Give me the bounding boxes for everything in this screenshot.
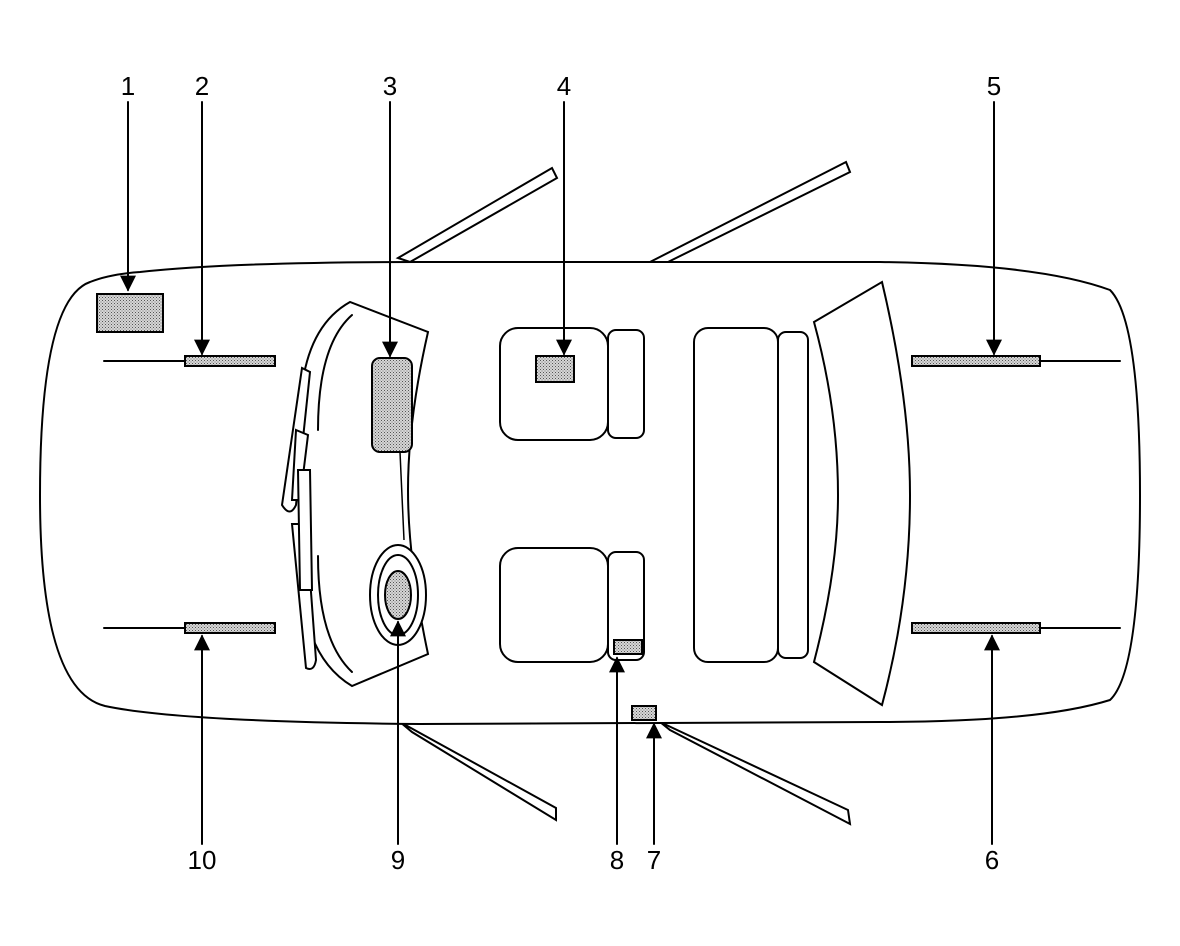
component-10-sensor-bar: [184, 622, 276, 634]
callout-9: 9: [391, 845, 405, 875]
component-3-airbag: [371, 357, 413, 453]
door-rear-bottom: [659, 721, 852, 826]
component-9-steering-airbag: [384, 570, 412, 620]
callout-8: 8: [610, 845, 624, 875]
door-front-bottom: [399, 721, 557, 822]
component-5-sensor-bar: [911, 355, 1041, 367]
door-front-top: [395, 166, 559, 264]
components: [96, 293, 1121, 721]
callout-6: 6: [985, 845, 999, 875]
component-2-sensor-bar: [184, 355, 276, 367]
front-seat-driver-back: [607, 551, 645, 661]
door-rear-top: [649, 160, 852, 263]
callout-3: 3: [383, 71, 397, 101]
callout-arrows: [120, 101, 1002, 845]
front-seat-passenger-cushion: [499, 327, 609, 441]
front-seats: [499, 327, 645, 663]
callout-2: 2: [195, 71, 209, 101]
component-8-seat-sensor: [613, 639, 643, 655]
front-seat-passenger-back: [607, 329, 645, 439]
component-7-module: [631, 705, 657, 721]
callout-10: 10: [188, 845, 217, 875]
rear-seat: [693, 327, 809, 663]
component-1-module: [96, 293, 164, 333]
front-seat-driver-cushion: [499, 547, 609, 663]
rear-window: [812, 280, 912, 707]
callout-1: 1: [121, 71, 135, 101]
component-6-sensor-bar: [911, 622, 1041, 634]
open-doors: [395, 160, 852, 826]
callout-labels: 1 2 3 4 5 6 7 8 9 10: [121, 71, 1001, 875]
callout-7: 7: [647, 845, 661, 875]
wiper-blades: [280, 366, 318, 670]
callout-5: 5: [987, 71, 1001, 101]
component-4-seat-sensor: [535, 355, 575, 383]
callout-4: 4: [557, 71, 571, 101]
